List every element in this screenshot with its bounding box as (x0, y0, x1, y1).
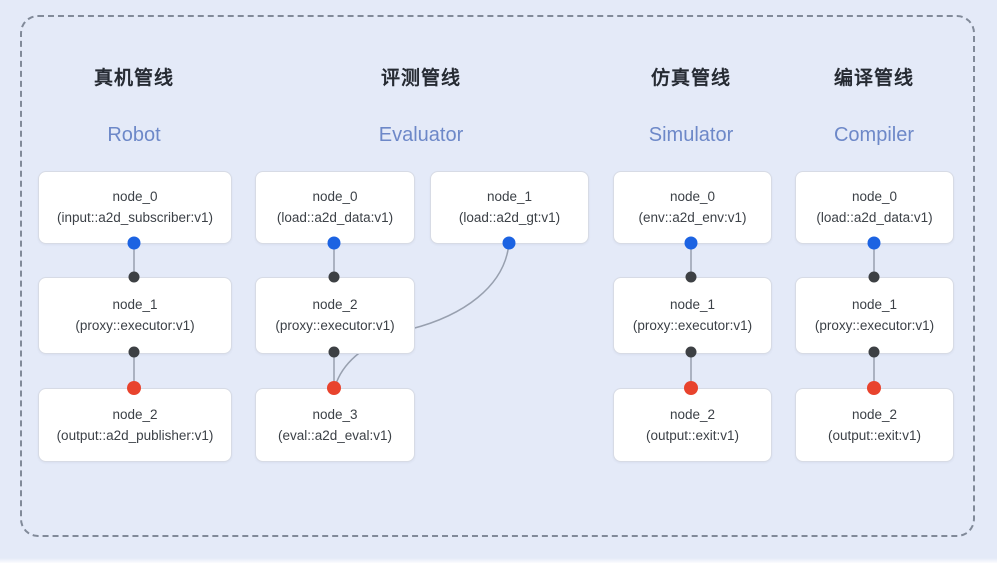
node-box-evaluator-3: node_3 (eval::a2d_eval:v1) (255, 388, 415, 462)
pipeline-subtitle-simulator: Simulator (648, 124, 734, 146)
node-type: (output::exit:v1) (645, 427, 740, 443)
node-box-robot-1: node_1 (proxy::executor:v1) (38, 277, 232, 354)
pipeline-subtitle-robot: Robot (107, 124, 161, 146)
pipeline-subtitle-compiler: Compiler (833, 124, 915, 146)
sink-input-port-dot (867, 381, 881, 395)
node-type: (proxy::executor:v1) (75, 318, 195, 333)
node-name: node_2 (312, 297, 358, 313)
node-name: node_0 (312, 189, 358, 205)
node-name: node_1 (112, 297, 158, 313)
node-name: node_0 (669, 189, 716, 205)
node-box-robot-0: node_0 (input::a2d_subscriber:v1) (38, 171, 232, 244)
pipeline-title-robot: 真机管线 (93, 68, 174, 89)
node-name: node_1 (669, 297, 716, 313)
source-output-port-dot (867, 236, 881, 250)
node-box-simulator-0: node_0 (env::a2d_env:v1) (613, 171, 772, 244)
pipeline-title-simulator: 仿真管线 (650, 68, 731, 89)
executor-input-port-dot (868, 271, 880, 283)
node-name: node_2 (851, 406, 898, 422)
node-type: (eval::a2d_eval:v1) (277, 427, 393, 443)
sink-input-port-dot (684, 381, 698, 395)
executor-input-port-dot (128, 271, 140, 283)
node-name: node_0 (112, 189, 158, 205)
node-box-compiler-1: node_1 (proxy::executor:v1) (795, 277, 954, 354)
node-type: (input::a2d_subscriber:v1) (56, 210, 214, 225)
node-box-evaluator-0: node_0 (load::a2d_data:v1) (255, 171, 415, 244)
sink-input-port-dot (127, 381, 141, 395)
sink-input-port-dot (327, 381, 341, 395)
node-type: (env::a2d_env:v1) (638, 210, 747, 225)
node-name: node_3 (312, 406, 358, 422)
executor-output-port-dot (328, 346, 340, 358)
node-name: node_1 (851, 297, 898, 313)
executor-output-port-dot (128, 346, 140, 358)
node-name: node_2 (112, 406, 158, 422)
node-name: node_0 (851, 189, 898, 205)
pipeline-subtitle-evaluator: Evaluator (378, 124, 464, 146)
node-type: (proxy::executor:v1) (275, 318, 395, 333)
node-box-evaluator-1: node_1 (load::a2d_gt:v1) (430, 171, 589, 244)
pipeline-title-compiler: 编译管线 (833, 68, 914, 89)
node-type: (output::exit:v1) (827, 427, 922, 443)
executor-input-port-dot (328, 271, 340, 283)
node-box-compiler-0: node_0 (load::a2d_data:v1) (795, 171, 954, 244)
dashed-group-border (20, 15, 975, 537)
bottom-edge-fade (0, 558, 997, 563)
node-type: (proxy::executor:v1) (814, 318, 935, 333)
node-box-simulator-2: node_2 (output::exit:v1) (613, 388, 772, 462)
node-type: (load::a2d_gt:v1) (458, 210, 561, 225)
node-box-robot-2: node_2 (output::a2d_publisher:v1) (38, 388, 232, 462)
executor-output-port-dot (685, 346, 697, 358)
node-type: (load::a2d_data:v1) (276, 210, 394, 225)
executor-output-port-dot (868, 346, 880, 358)
node-type: (load::a2d_data:v1) (816, 210, 933, 225)
node-type: (proxy::executor:v1) (632, 318, 753, 333)
node-box-simulator-1: node_1 (proxy::executor:v1) (613, 277, 772, 354)
pipeline-title-evaluator: 评测管线 (380, 68, 461, 89)
source-output-port-dot (684, 236, 698, 250)
node-type: (output::a2d_publisher:v1) (56, 427, 214, 443)
node-name: node_1 (486, 189, 533, 205)
node-box-compiler-2: node_2 (output::exit:v1) (795, 388, 954, 462)
node-name: node_2 (669, 406, 716, 422)
source-output-port-dot (502, 236, 516, 250)
executor-input-port-dot (685, 271, 697, 283)
node-box-evaluator-2: node_2 (proxy::executor:v1) (255, 277, 415, 354)
source-output-port-dot (327, 236, 341, 250)
source-output-port-dot (127, 236, 141, 250)
